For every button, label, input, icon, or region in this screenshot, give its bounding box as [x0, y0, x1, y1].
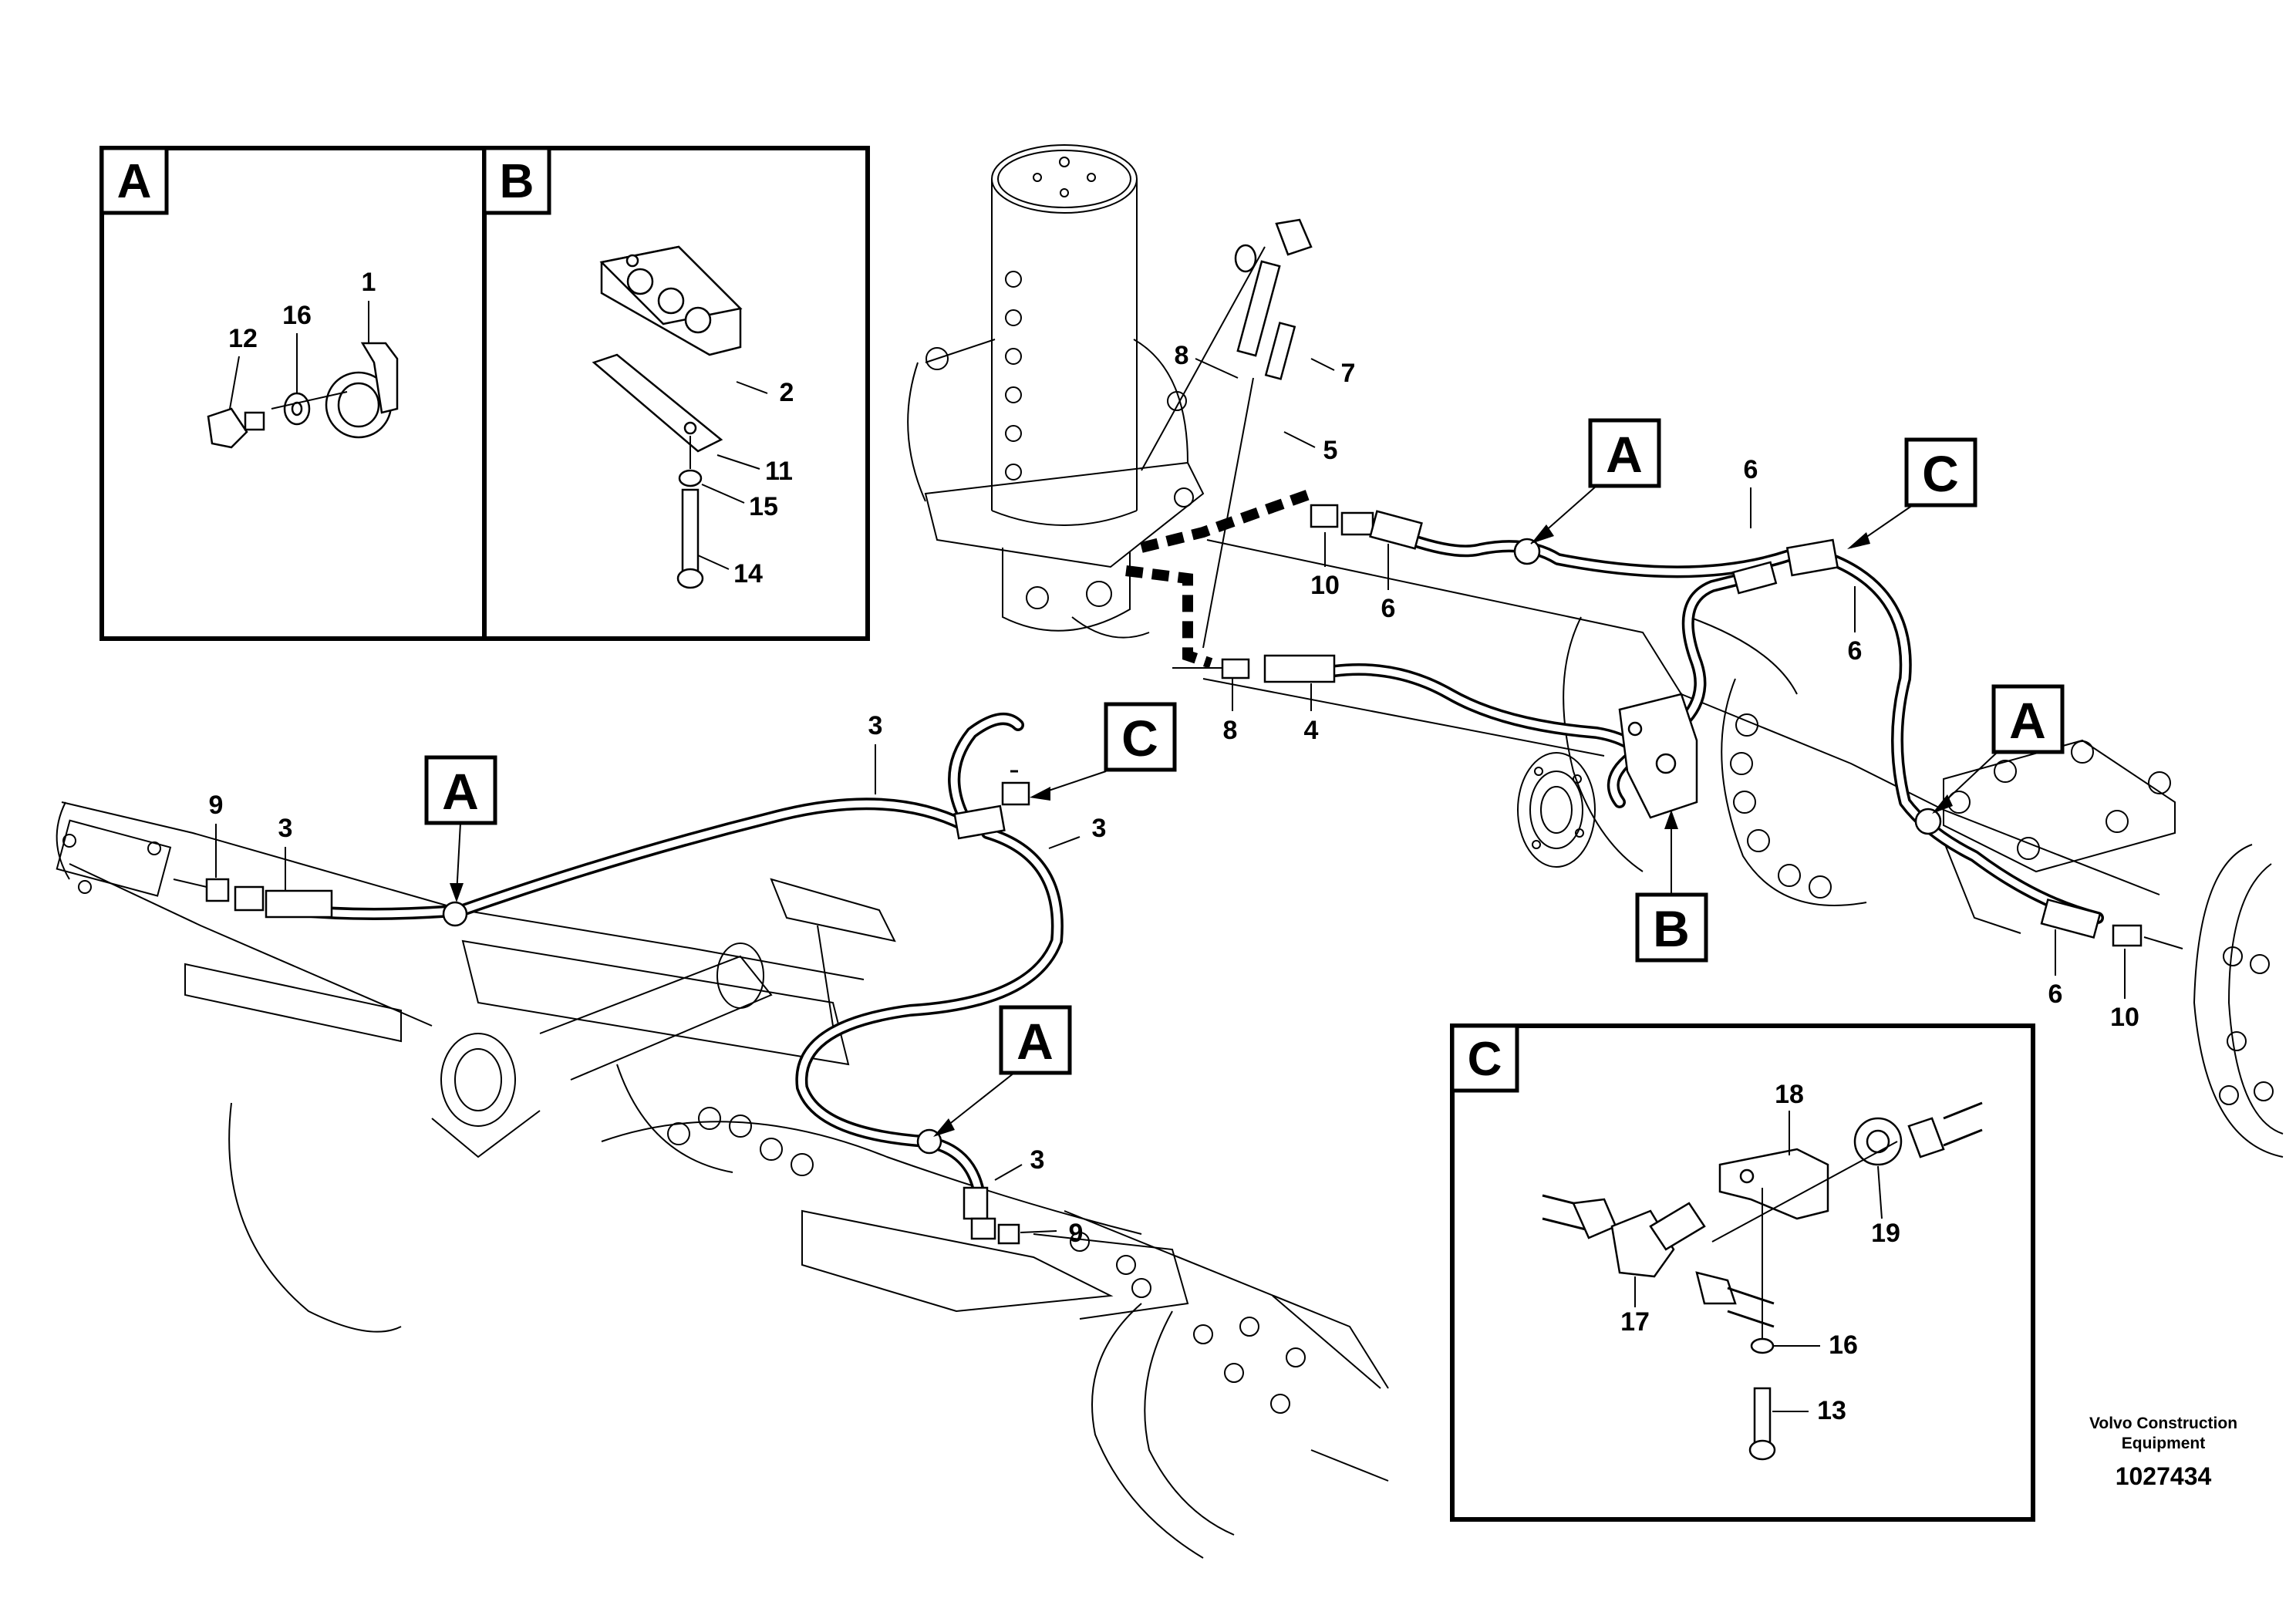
callout-b [1635, 892, 1708, 963]
hose-5-sleeve [1236, 260, 1281, 357]
fitting-10-right [2112, 924, 2143, 947]
callout-a-left [424, 755, 497, 825]
clip-a-right [1914, 808, 1942, 835]
part-number-labels: 8 7 5 10 6 6 6 6 10 8 4 3 3 3 3 9 9 [209, 341, 2139, 1248]
hose-routing [287, 488, 2104, 1202]
part-label-3-c: 3 [278, 814, 293, 843]
callout-a-right [1991, 684, 2065, 754]
part-label-6-c: 6 [1848, 636, 1863, 666]
svg-text:A: A [1606, 426, 1643, 483]
clip-a-left [442, 901, 468, 927]
svg-text:B: B [1653, 900, 1690, 957]
panel-a-clip-assembly [207, 342, 399, 449]
fitting-8-mid [1221, 658, 1250, 679]
part-label-6-b: 6 [1744, 455, 1758, 484]
panel-b-label-15: 15 [749, 492, 778, 521]
fitting-9-bottom [970, 1217, 996, 1240]
fitting-8-top [1234, 244, 1257, 273]
axle-assembly-drawing [56, 144, 2284, 1559]
svg-text:A: A [2009, 692, 2046, 749]
fittings [173, 218, 2183, 1245]
panel-c-label-17: 17 [1620, 1307, 1650, 1337]
hose-3-sleeve [265, 889, 333, 919]
hose-4-end [1263, 654, 1336, 683]
svg-text:A: A [1017, 1013, 1054, 1070]
svg-text:C: C [1922, 445, 1959, 502]
panel-c-union-assembly [1542, 1101, 1983, 1461]
bolt-12 [207, 407, 248, 449]
clip-a-top [1513, 538, 1541, 565]
part-label-9-left: 9 [209, 791, 224, 820]
panel-a-label-1: 1 [362, 268, 376, 297]
part-label-6-a: 6 [1381, 594, 1396, 623]
fitting-9-left [205, 878, 230, 902]
panel-b-title: B [500, 155, 534, 208]
panel-a-title: A [117, 155, 152, 208]
bracket-18 [1718, 1148, 1829, 1220]
callout-a-lower [999, 1005, 1072, 1075]
footer-block: Volvo Construction Equipment 1027434 [2089, 1415, 2237, 1490]
callout-a-top [1588, 418, 1661, 488]
bracket-c-right [1785, 538, 1839, 577]
detail-panel-a-b: A B 1 12 16 [99, 146, 870, 641]
part-label-7: 7 [1341, 359, 1356, 388]
brand-line-2: Equipment [2122, 1435, 2206, 1452]
part-label-9-bottom: 9 [1069, 1219, 1084, 1248]
callout-c-right [1904, 437, 1977, 508]
part-label-3-b: 3 [1092, 814, 1107, 843]
brand-line-1: Volvo Construction [2089, 1415, 2237, 1432]
fitting-7 [1275, 218, 1313, 256]
callout-c-centre [1104, 702, 1177, 772]
panel-c-label-13: 13 [1817, 1396, 1846, 1425]
part-label-3-a: 3 [868, 711, 883, 740]
panel-c-label-19: 19 [1871, 1219, 1900, 1248]
part-label-3-d: 3 [1030, 1145, 1045, 1175]
panel-c-title: C [1468, 1033, 1502, 1086]
panel-b-label-14: 14 [733, 559, 763, 588]
part-label-5: 5 [1323, 436, 1338, 465]
svg-text:C: C [1121, 710, 1158, 767]
part-label-10-right: 10 [2110, 1003, 2139, 1032]
panel-b-label-11: 11 [765, 457, 793, 486]
panel-b-label-2: 2 [780, 378, 794, 407]
panel-a-label-16: 16 [282, 301, 312, 330]
part-label-4: 4 [1304, 716, 1319, 745]
svg-text:A: A [442, 763, 479, 820]
bolt-13 [1753, 1387, 1772, 1444]
callout-flags: A C A B C A A [424, 418, 2065, 1137]
drawing-number: 1027434 [2116, 1462, 2212, 1490]
panel-b-clamp-assembly [592, 245, 743, 589]
panel-c-label-18: 18 [1775, 1080, 1804, 1109]
bracket-c-centre [953, 804, 1006, 840]
fitting-10-top [1310, 504, 1339, 528]
detail-panel-c: C 18 19 17 16 13 [1450, 1023, 2035, 1522]
washer-16-c [1750, 1337, 1775, 1354]
panel-c-label-16: 16 [1829, 1330, 1858, 1360]
panel-a-label-12: 12 [228, 324, 258, 353]
bolt-14 [681, 488, 700, 572]
part-label-10-top: 10 [1310, 571, 1340, 600]
part-label-8-top: 8 [1175, 341, 1189, 370]
clamp-b [1618, 693, 1698, 819]
part-label-8-mid: 8 [1223, 716, 1238, 745]
part-label-6-d: 6 [2048, 980, 2063, 1009]
washer-15 [678, 469, 703, 487]
